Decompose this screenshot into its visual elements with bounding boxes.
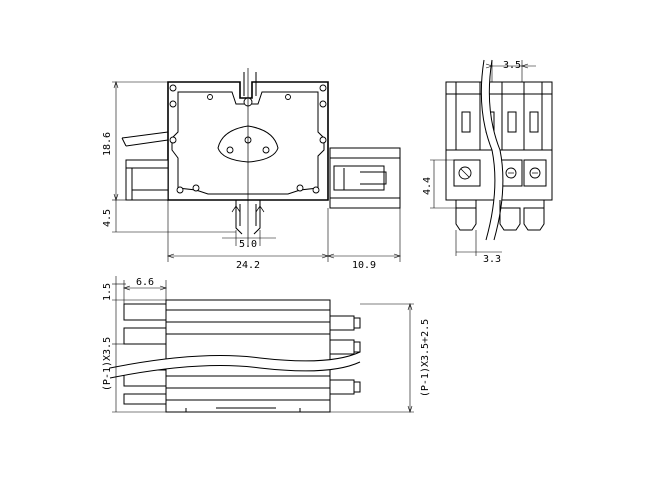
side-view (445, 59, 553, 241)
side-dimensions (430, 60, 536, 256)
top-view (109, 299, 361, 413)
dim-6-6: 6.6 (136, 277, 154, 288)
dim-top-total: (P-1)X3.5+2.5 (420, 319, 431, 397)
front-view (121, 68, 401, 246)
dim-10-9: 10.9 (352, 260, 376, 271)
dim-3-3: 3.3 (483, 254, 501, 265)
dim-4-5: 4.5 (102, 209, 113, 227)
dim-24-2: 24.2 (236, 260, 260, 271)
top-dimensions (112, 276, 414, 413)
front-dimensions (112, 81, 401, 262)
dim-3-5: 3.5 (503, 60, 521, 71)
dim-5-0: 5.0 (239, 239, 257, 250)
dim-1-5: 1.5 (102, 283, 113, 301)
dim-4-4: 4.4 (422, 177, 433, 195)
dim-18-6: 18.6 (102, 132, 113, 156)
dim-top-pitch: (P-1)X3.5 (102, 337, 113, 391)
